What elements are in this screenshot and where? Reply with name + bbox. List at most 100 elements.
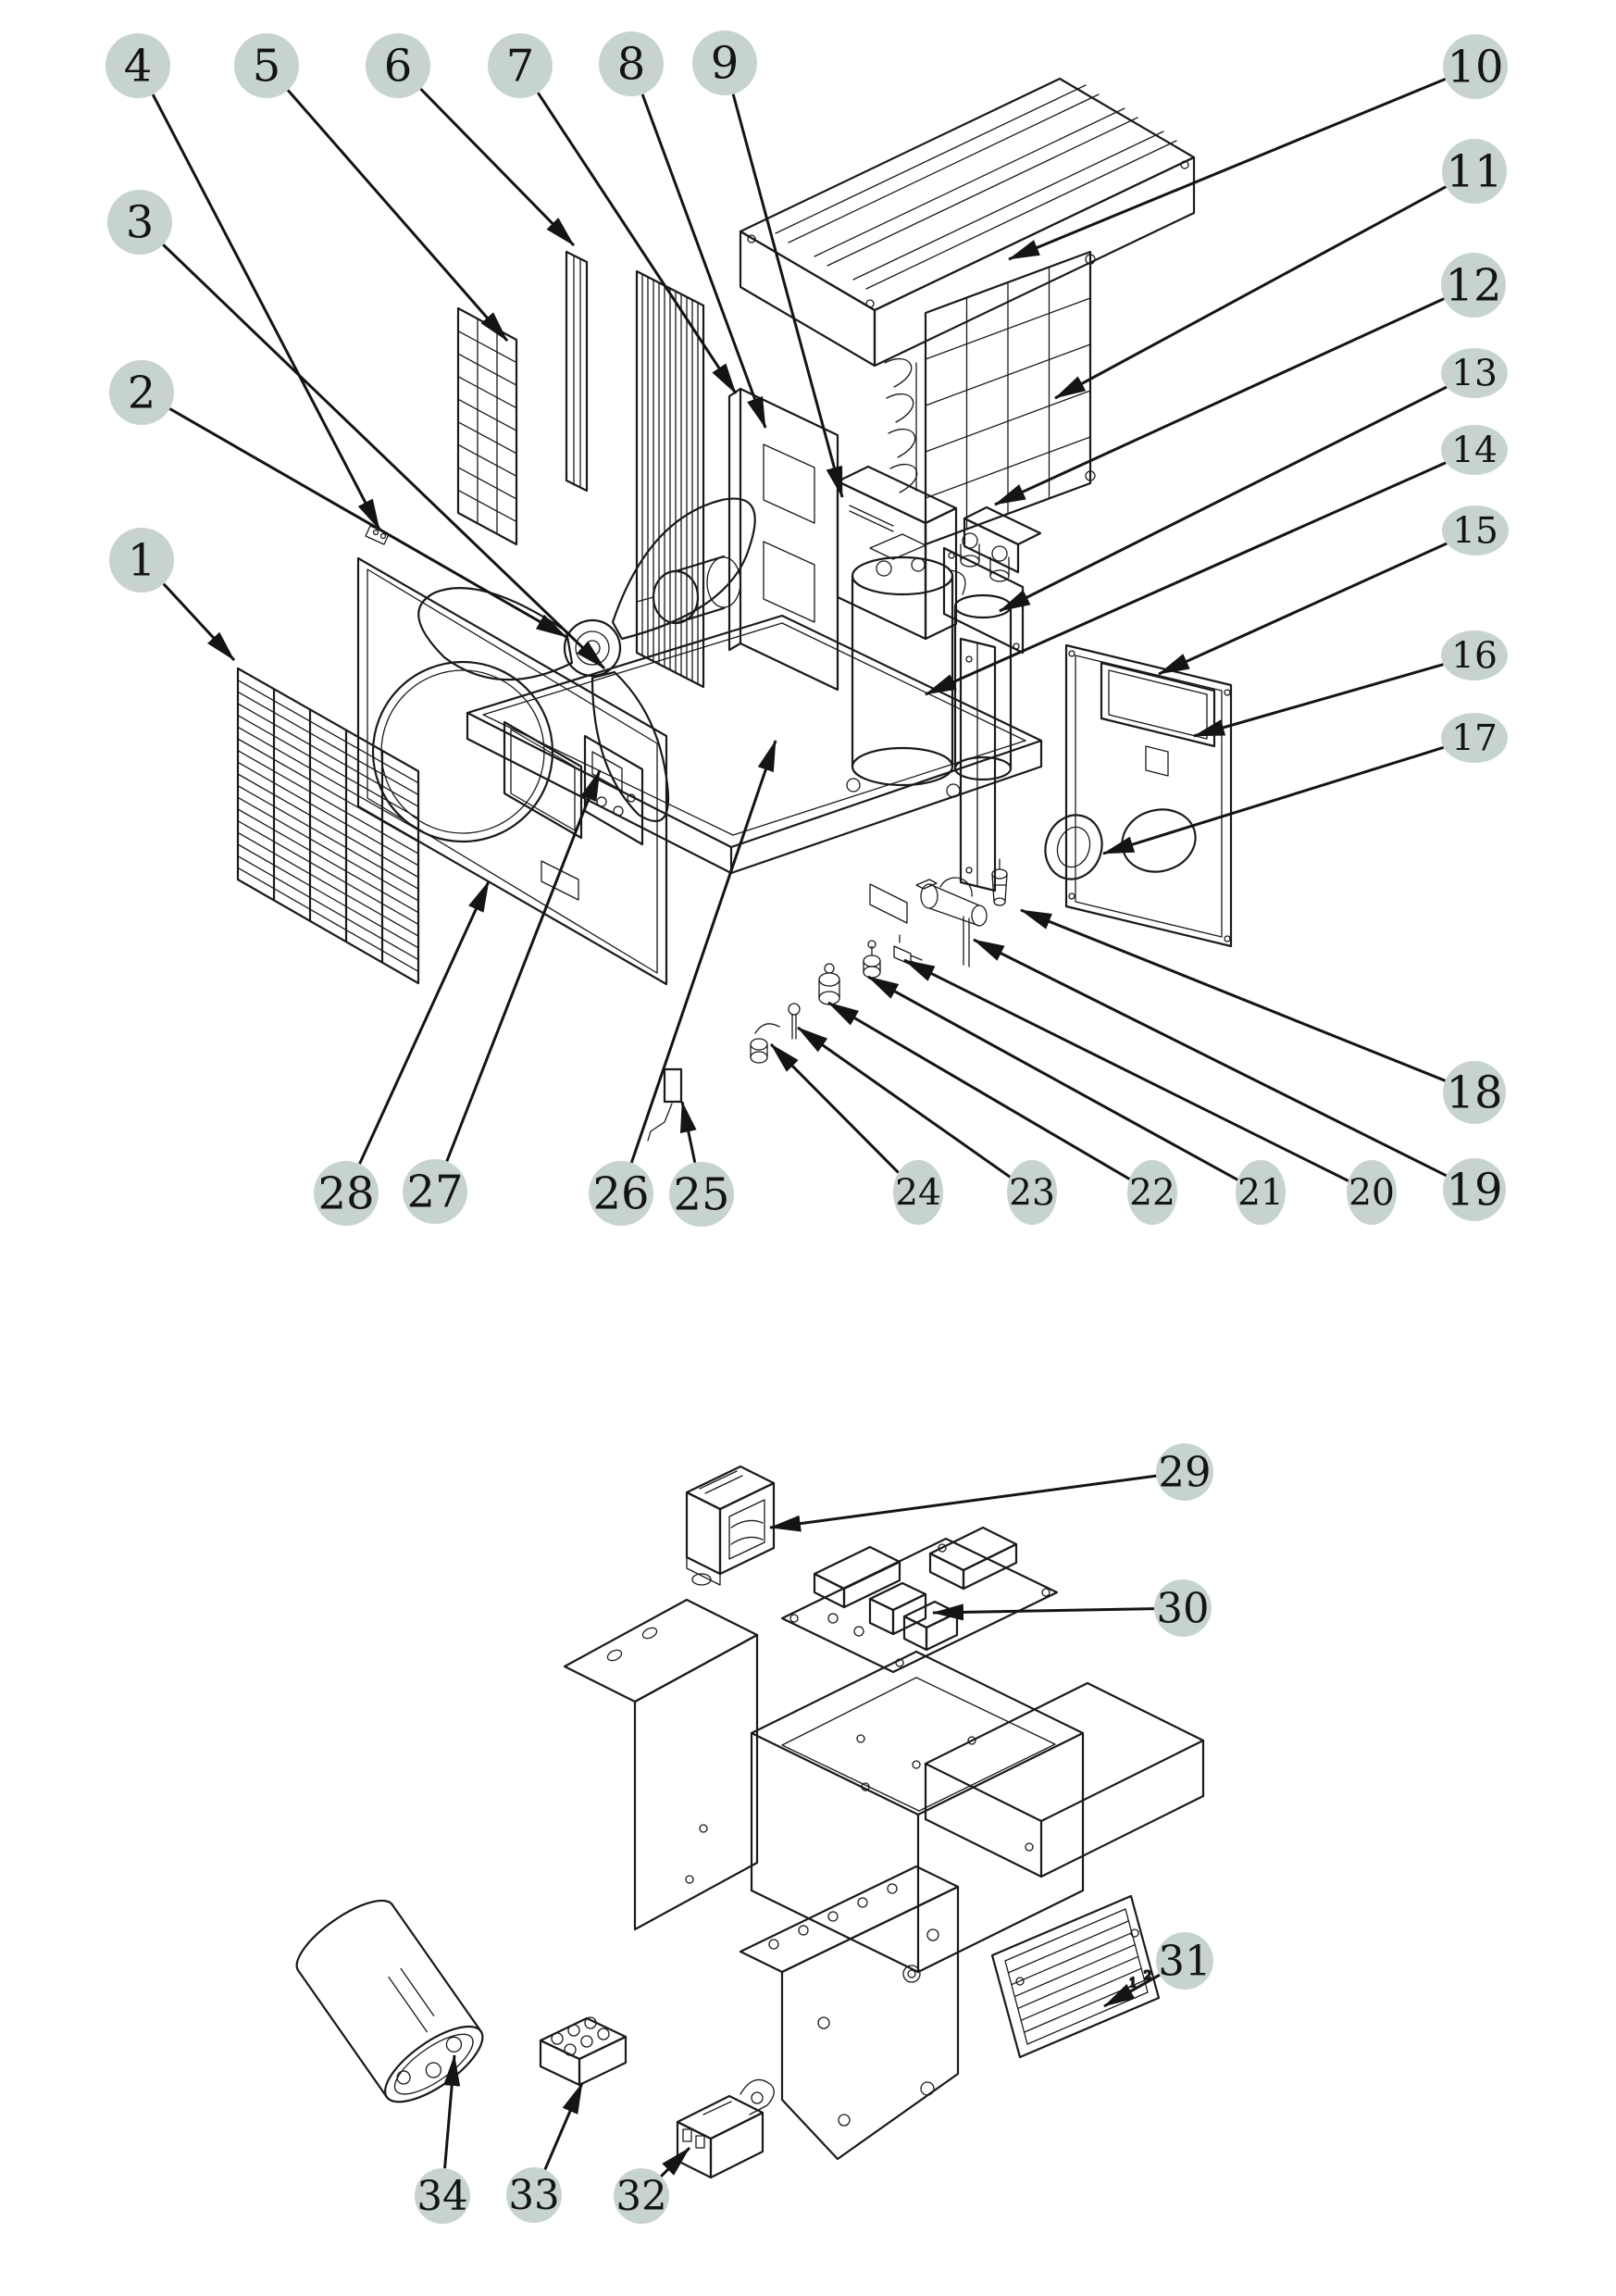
part-mounting-bracket: [739, 1865, 960, 2161]
part-relay: [676, 2078, 775, 2179]
callout-16: 16: [1441, 630, 1508, 680]
part-mesh-grid: [456, 306, 518, 546]
callout-number-15: 15: [1452, 510, 1498, 552]
callout-number-6: 6: [384, 40, 413, 92]
callout-number-5: 5: [253, 40, 281, 92]
callout-circle-22: [1127, 1160, 1177, 1225]
callout-number-25: 25: [673, 1168, 729, 1220]
callout-circle-6: [366, 33, 430, 98]
callout-number-33: 33: [508, 2173, 559, 2219]
callout-5: 5: [234, 33, 299, 98]
callout-number-18: 18: [1446, 1067, 1502, 1118]
leader-line-30: [932, 1603, 1155, 1621]
callout-number-1: 1: [128, 534, 156, 586]
callout-circle-14: [1441, 425, 1508, 475]
callout-18: 18: [1443, 1061, 1506, 1124]
callout-circle-3: [107, 190, 172, 255]
callout-circle-31: [1156, 1932, 1213, 1990]
callout-number-21: 21: [1237, 1172, 1284, 1214]
callout-circle-27: [403, 1159, 467, 1224]
callout-14: 14: [1441, 425, 1508, 475]
callout-1: 1: [109, 528, 174, 593]
callout-circle-23: [1007, 1160, 1057, 1225]
callout-33: 33: [506, 2167, 562, 2223]
callout-32: 32: [614, 2168, 669, 2224]
callout-circle-4: [106, 33, 170, 98]
callout-circle-26: [589, 1161, 653, 1226]
callout-circle-5: [234, 33, 299, 98]
leader-line-11: [1054, 185, 1447, 400]
callout-number-16: 16: [1451, 635, 1498, 677]
callout-circle-1: [109, 528, 174, 593]
callout-13: 13: [1441, 348, 1508, 398]
callout-number-22: 22: [1129, 1172, 1175, 1214]
callout-2: 2: [109, 360, 174, 425]
part-electrical-box: [563, 1598, 1205, 1974]
part-channel-panel: [959, 637, 997, 892]
callout-number-31: 31: [1158, 1936, 1211, 1985]
callout-circle-19: [1443, 1158, 1506, 1221]
leader-line-29: [769, 1474, 1157, 1532]
leader-line-26: [629, 740, 777, 1164]
callout-circle-13: [1441, 348, 1508, 398]
leader-line-23: [797, 1026, 1012, 1179]
callout-23: 23: [1007, 1160, 1057, 1225]
callout-29: 29: [1156, 1443, 1213, 1501]
part-side-panel: [1064, 643, 1233, 948]
leader-line-20: [903, 958, 1349, 1182]
part-grommet: [1044, 814, 1103, 880]
terminal-strip-label-1: 1: [1129, 1977, 1137, 1990]
part-inlet-grille: [236, 667, 420, 985]
callout-19: 19: [1443, 1158, 1506, 1221]
callout-34: 34: [415, 2168, 470, 2224]
part-small-components: [750, 858, 1008, 1064]
part-terminal-strip: 1 2: [990, 1894, 1161, 2059]
callout-number-2: 2: [128, 367, 156, 418]
callout-circle-17: [1441, 713, 1508, 763]
leader-line-28: [358, 880, 491, 1165]
callout-number-30: 30: [1156, 1583, 1209, 1632]
leader-line-33: [543, 2082, 584, 2171]
leader-line-19: [973, 938, 1448, 1178]
callout-17: 17: [1441, 713, 1508, 763]
callout-9: 9: [692, 31, 757, 95]
callout-20: 20: [1347, 1160, 1397, 1225]
callout-number-27: 27: [406, 1166, 463, 1217]
callout-circle-33: [506, 2167, 562, 2223]
callout-27: 27: [403, 1159, 467, 1224]
callout-22: 22: [1127, 1160, 1177, 1225]
leader-line-18: [1020, 908, 1447, 1082]
callout-number-23: 23: [1009, 1172, 1055, 1214]
callout-number-19: 19: [1446, 1164, 1502, 1216]
leader-line-1: [162, 582, 236, 662]
callout-circle-10: [1443, 34, 1508, 99]
callout-circle-24: [893, 1160, 943, 1225]
leader-line-25: [679, 1101, 697, 1164]
part-sensor-clip: [647, 1067, 683, 1142]
callout-number-29: 29: [1158, 1447, 1211, 1496]
callout-circle-2: [109, 360, 174, 425]
callout-circle-9: [692, 31, 757, 95]
callout-circle-15: [1442, 505, 1509, 555]
part-bracket-box: [963, 505, 1042, 574]
leader-line-31: [1103, 1973, 1161, 2008]
callout-number-17: 17: [1451, 718, 1498, 759]
leader-line-5: [286, 89, 509, 342]
callout-circle-34: [415, 2168, 470, 2224]
leader-line-27: [445, 769, 602, 1162]
leader-line-12: [994, 297, 1445, 506]
terminal-strip-label-2: 2: [1144, 1969, 1151, 1983]
callout-leader-lines: [151, 77, 1448, 2177]
leader-line-34: [443, 2054, 461, 2169]
part-capacitor: [295, 1899, 484, 2103]
callout-number-26: 26: [592, 1167, 649, 1219]
part-evaporator-coil: [635, 269, 918, 689]
callout-21: 21: [1236, 1160, 1286, 1225]
leader-line-10: [1008, 77, 1447, 261]
callout-circle-11: [1442, 139, 1507, 204]
leader-line-6: [419, 87, 576, 247]
callout-circle-29: [1156, 1443, 1213, 1501]
callout-number-9: 9: [711, 37, 740, 89]
